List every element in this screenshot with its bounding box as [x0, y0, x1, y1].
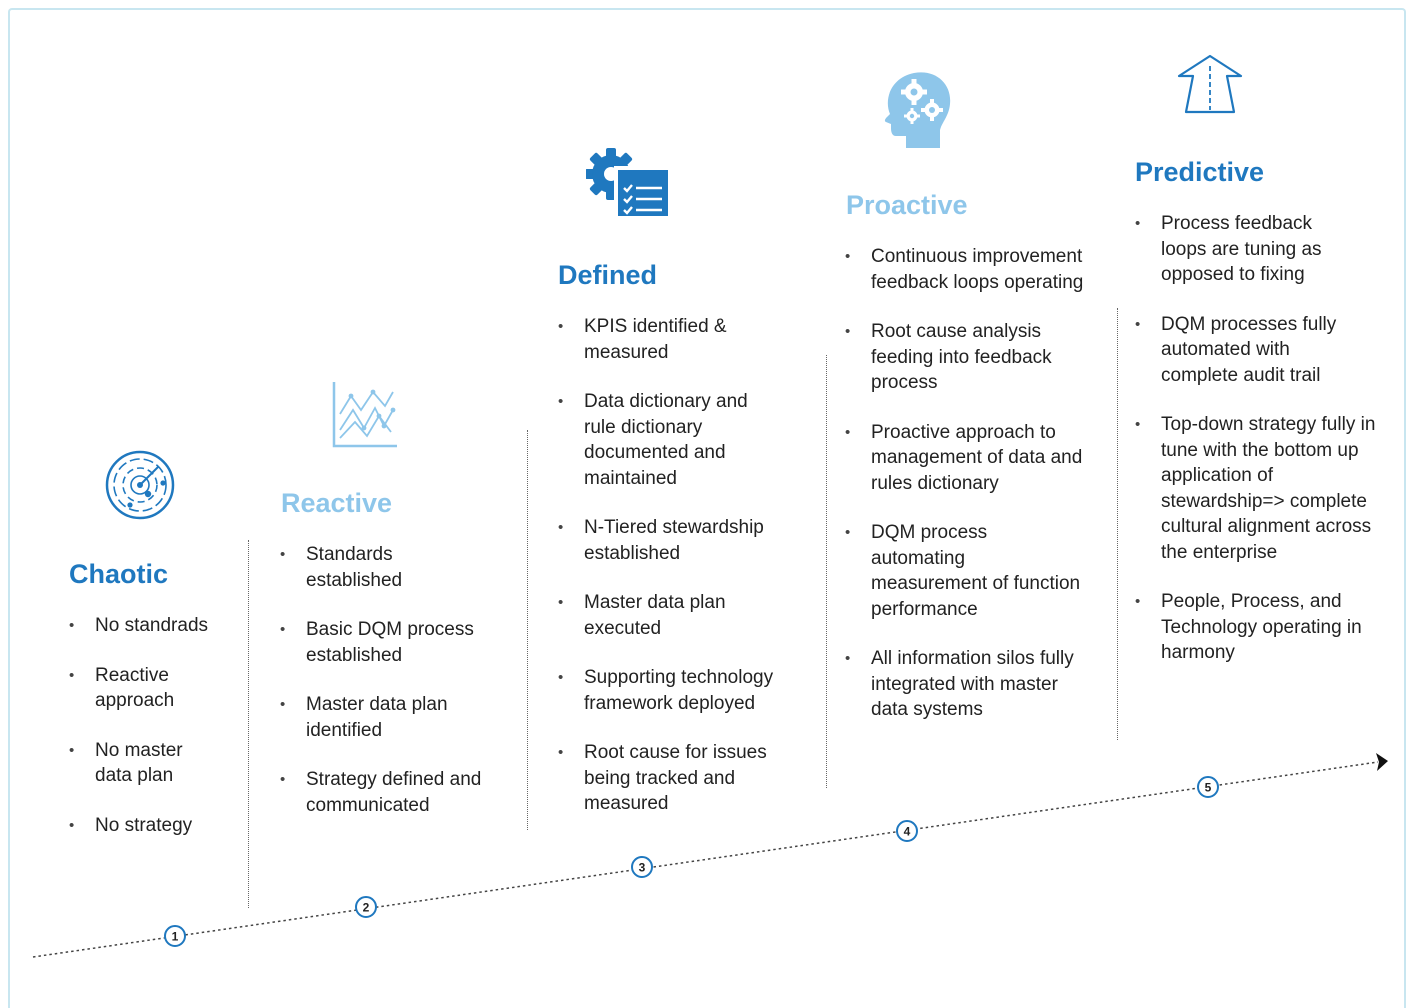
line-chart-icon	[332, 382, 397, 448]
list-item: Process feedback loops are tuning as opp…	[1135, 211, 1351, 288]
list-item: DQM process automating measurement of fu…	[845, 520, 1081, 622]
list-item: Supporting technology framework deployed	[558, 665, 808, 716]
step-number: 4	[904, 825, 911, 839]
stage-title-predictive: Predictive	[1135, 157, 1265, 187]
list-item: Continuous improvement feedback loops op…	[845, 244, 1090, 295]
list-item: Root cause for issues being tracked and …	[558, 740, 804, 817]
step-marker: 4	[896, 820, 918, 842]
list-item: No standrads	[69, 613, 234, 639]
list-item: Standards established	[280, 542, 426, 593]
step-marker: 1	[164, 925, 186, 947]
list-item: People, Process, and Technology operatin…	[1135, 589, 1376, 666]
divider	[826, 355, 827, 788]
stage-bullets-proactive: Continuous improvement feedback loops op…	[845, 244, 1090, 747]
step-marker: 3	[631, 856, 653, 878]
list-item: Top-down strategy fully in tune with the…	[1135, 412, 1376, 565]
list-item: Master data plan identified	[280, 692, 481, 743]
road-arrow-icon	[1177, 54, 1243, 114]
list-item: Proactive approach to management of data…	[845, 420, 1090, 497]
list-item: KPIS identified & measured	[558, 314, 759, 365]
timeline-arrowhead	[1376, 753, 1388, 771]
stage-title-defined: Defined	[558, 260, 658, 290]
list-item: No master data plan	[69, 738, 205, 789]
stage-title-proactive: Proactive	[846, 190, 968, 220]
stage-title-reactive: Reactive	[281, 488, 393, 518]
stage-bullets-predictive: Process feedback loops are tuning as opp…	[1135, 211, 1375, 690]
step-number: 5	[1205, 781, 1212, 795]
list-item: DQM processes fully automated with compl…	[1135, 312, 1366, 389]
divider	[248, 540, 249, 908]
divider	[527, 430, 528, 830]
radar-icon	[105, 450, 175, 520]
stage-bullets-chaotic: No standrads Reactive approach No master…	[69, 613, 234, 862]
stage-bullets-defined: KPIS identified & measured Data dictiona…	[558, 314, 808, 841]
step-marker: 2	[355, 896, 377, 918]
stage-title-chaotic: Chaotic	[69, 559, 169, 589]
list-item: Master data plan executed	[558, 590, 759, 641]
list-item: All information silos fully integrated w…	[845, 646, 1081, 723]
stage-bullets-reactive: Standards established Basic DQM process …	[280, 542, 505, 842]
list-item: No strategy	[69, 813, 234, 839]
timeline-line	[32, 761, 1379, 958]
list-item: Strategy defined and communicated	[280, 767, 491, 818]
step-marker: 5	[1197, 776, 1219, 798]
list-item: Root cause analysis feeding into feedbac…	[845, 319, 1086, 396]
list-item: Reactive approach	[69, 663, 190, 714]
list-item: Data dictionary and rule dictionary docu…	[558, 389, 779, 491]
divider	[1117, 308, 1118, 740]
gear-checklist-icon	[586, 148, 669, 217]
list-item: N-Tiered stewardship established	[558, 515, 808, 566]
list-item: Basic DQM process established	[280, 617, 505, 668]
head-gears-icon	[884, 72, 951, 148]
diagram-frame	[8, 8, 1406, 1008]
step-number: 3	[639, 861, 646, 875]
step-number: 2	[363, 901, 370, 915]
step-number: 1	[172, 930, 179, 944]
